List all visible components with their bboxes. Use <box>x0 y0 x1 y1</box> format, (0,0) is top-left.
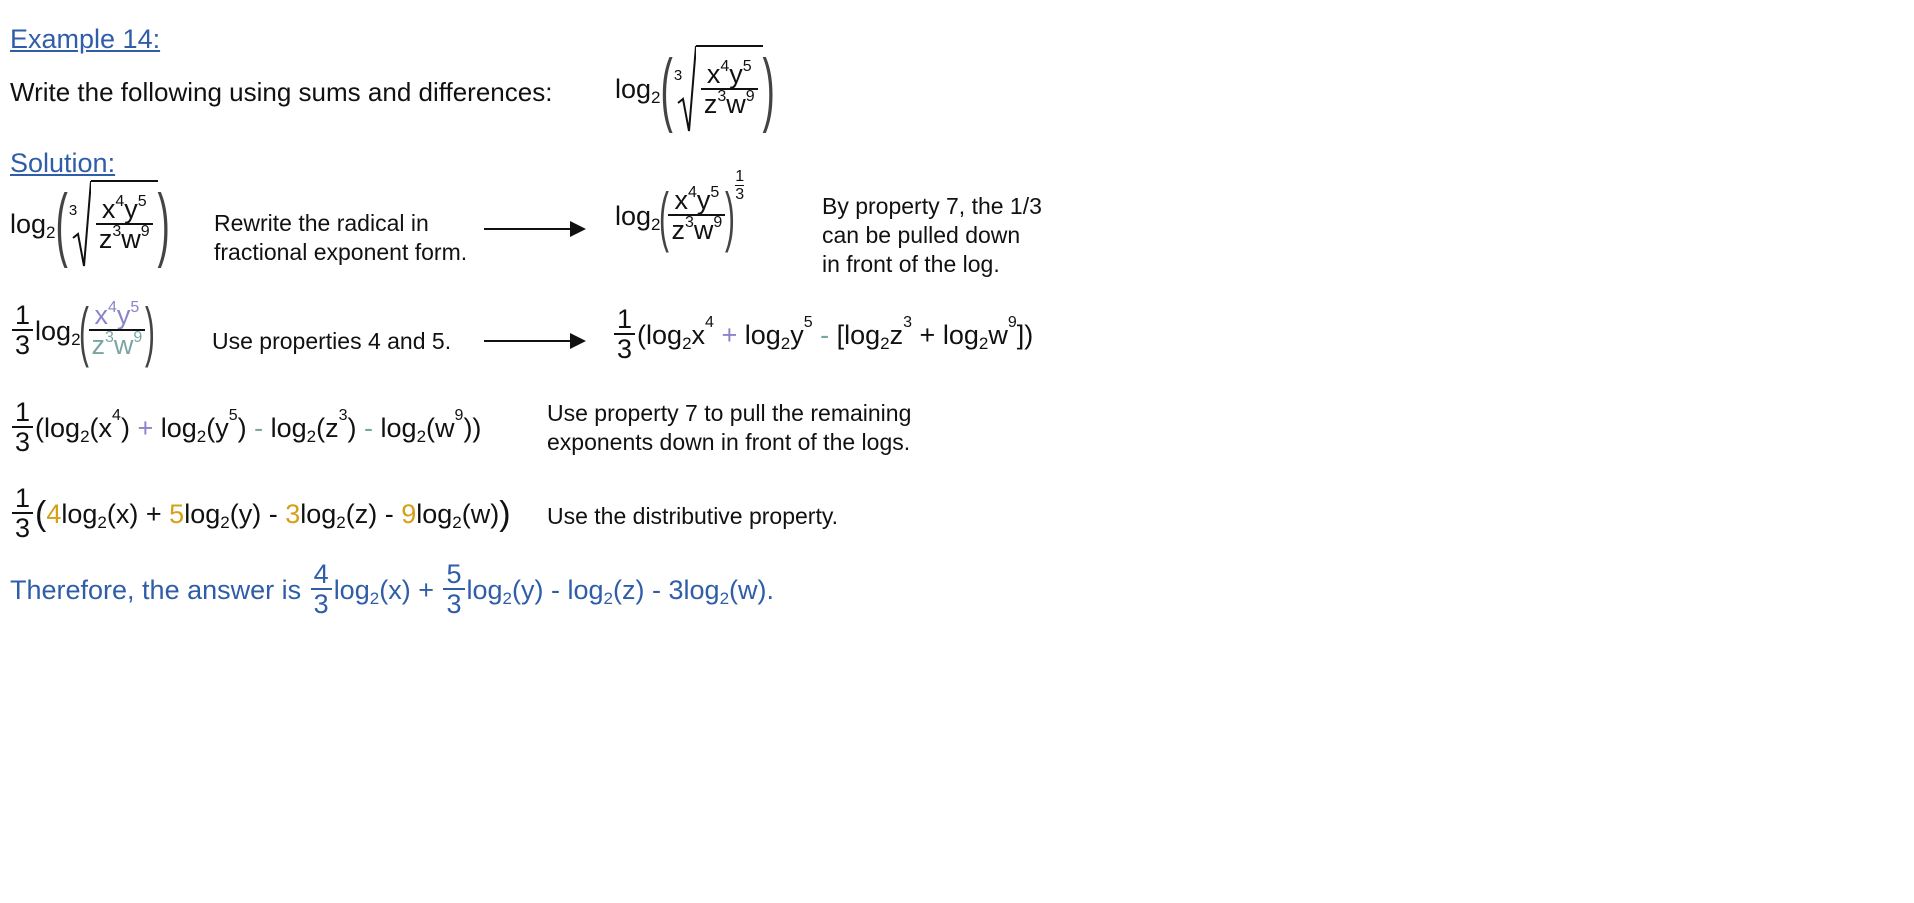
answer-prefix: Therefore, the answer is <box>10 574 302 605</box>
step2-arrow <box>484 333 586 349</box>
step2-note: Use properties 4 and 5. <box>212 328 452 354</box>
cube-root: 3 x4y5 z3w9 <box>674 45 763 133</box>
step3-note: Use property 7 to pull the remaining exp… <box>547 400 912 455</box>
step1-note: Rewrite the radical in fractional expone… <box>214 210 468 265</box>
step4-note: Use the distributive property. <box>547 503 839 529</box>
solution-heading: Solution: <box>10 148 116 178</box>
step1-property7-note: By property 7, the 1/3 can be pulled dow… <box>822 193 1042 277</box>
example-heading: Example 14: <box>10 24 161 54</box>
step1-arrow <box>484 221 586 237</box>
problem-prompt: Write the following using sums and diffe… <box>10 77 553 107</box>
